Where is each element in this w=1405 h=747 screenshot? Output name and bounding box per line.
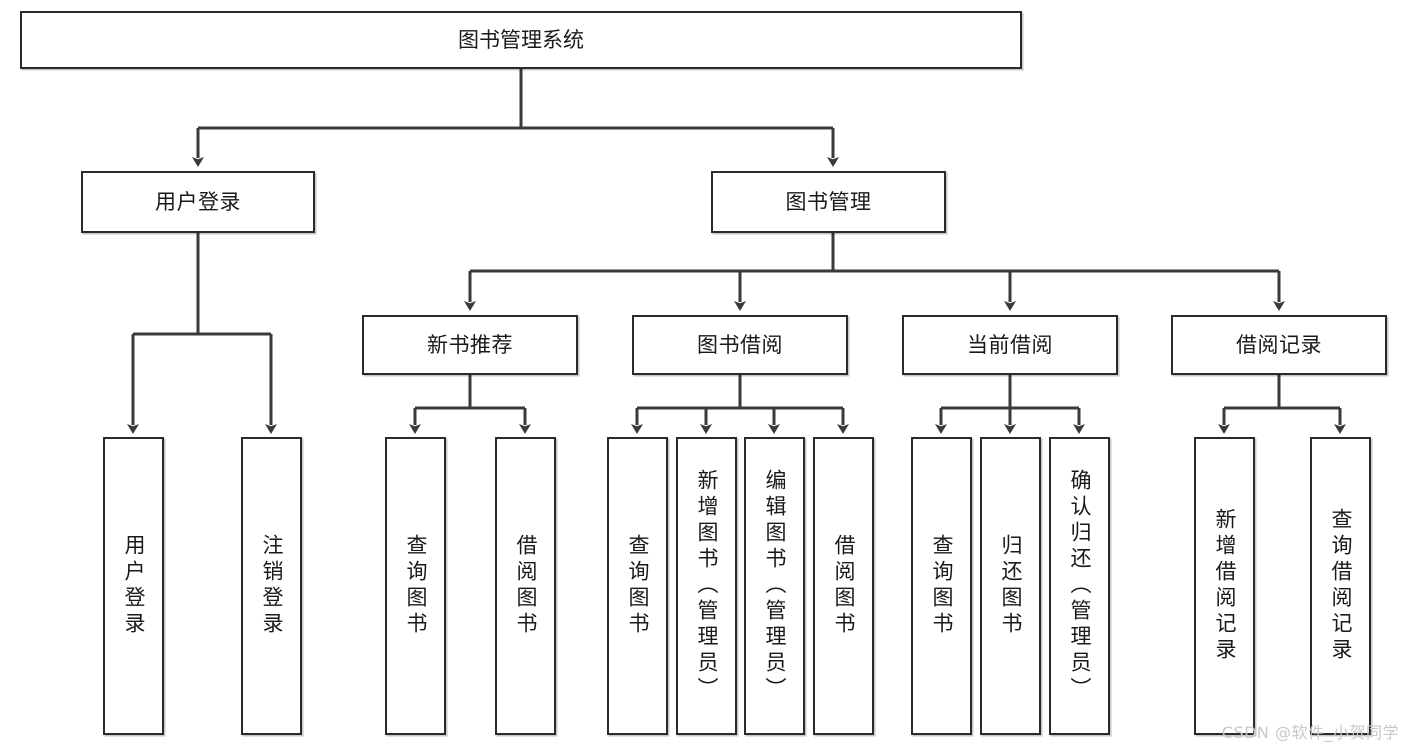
node-leaf-record-query-label: 查询借阅记录 <box>1329 508 1353 664</box>
node-new-book-recommend-label: 新书推荐 <box>427 332 513 357</box>
node-leaf-borrow-add-label: 新增图书（管理员） <box>695 469 719 703</box>
node-leaf-newbook-borrow[interactable]: 借阅图书 <box>495 437 556 735</box>
node-leaf-record-add[interactable]: 新增借阅记录 <box>1194 437 1255 735</box>
node-user-login-label: 用户登录 <box>155 189 241 214</box>
node-leaf-current-return[interactable]: 归还图书 <box>980 437 1041 735</box>
node-root[interactable]: 图书管理系统 <box>20 11 1022 69</box>
node-leaf-borrow-edit[interactable]: 编辑图书（管理员） <box>744 437 805 735</box>
node-book-management-label: 图书管理 <box>785 189 872 214</box>
node-leaf-borrow-edit-label: 编辑图书（管理员） <box>763 469 787 703</box>
node-leaf-newbook-query[interactable]: 查询图书 <box>385 437 446 735</box>
node-leaf-record-add-label: 新增借阅记录 <box>1213 508 1237 664</box>
node-leaf-current-return-label: 归还图书 <box>999 534 1023 638</box>
node-borrow-records[interactable]: 借阅记录 <box>1171 315 1387 375</box>
node-leaf-borrow-add[interactable]: 新增图书（管理员） <box>676 437 737 735</box>
node-leaf-logout-label: 注销登录 <box>260 534 284 638</box>
node-leaf-borrow-query-label: 查询图书 <box>626 534 650 638</box>
node-leaf-user-login-label: 用户登录 <box>122 534 146 638</box>
node-leaf-borrow-query[interactable]: 查询图书 <box>607 437 668 735</box>
node-book-borrow-label: 图书借阅 <box>697 332 783 357</box>
node-leaf-borrow-book-label: 借阅图书 <box>832 534 856 638</box>
node-borrow-records-label: 借阅记录 <box>1236 332 1322 357</box>
node-leaf-user-login[interactable]: 用户登录 <box>103 437 164 735</box>
node-leaf-current-confirm[interactable]: 确认归还（管理员） <box>1049 437 1110 735</box>
watermark: CSDN @软件_小贺同学 <box>1221 723 1399 742</box>
node-leaf-newbook-query-label: 查询图书 <box>404 534 428 638</box>
node-current-borrow[interactable]: 当前借阅 <box>902 315 1118 375</box>
node-user-login[interactable]: 用户登录 <box>81 171 315 233</box>
node-root-label: 图书管理系统 <box>458 27 584 52</box>
node-leaf-current-confirm-label: 确认归还（管理员） <box>1068 469 1092 703</box>
node-book-management[interactable]: 图书管理 <box>711 171 946 233</box>
node-leaf-borrow-book[interactable]: 借阅图书 <box>813 437 874 735</box>
node-current-borrow-label: 当前借阅 <box>967 332 1053 357</box>
node-leaf-record-query[interactable]: 查询借阅记录 <box>1310 437 1371 735</box>
node-leaf-current-query[interactable]: 查询图书 <box>911 437 972 735</box>
node-book-borrow[interactable]: 图书借阅 <box>632 315 848 375</box>
node-leaf-newbook-borrow-label: 借阅图书 <box>514 534 538 638</box>
node-new-book-recommend[interactable]: 新书推荐 <box>362 315 578 375</box>
node-leaf-current-query-label: 查询图书 <box>930 534 954 638</box>
node-leaf-logout[interactable]: 注销登录 <box>241 437 302 735</box>
